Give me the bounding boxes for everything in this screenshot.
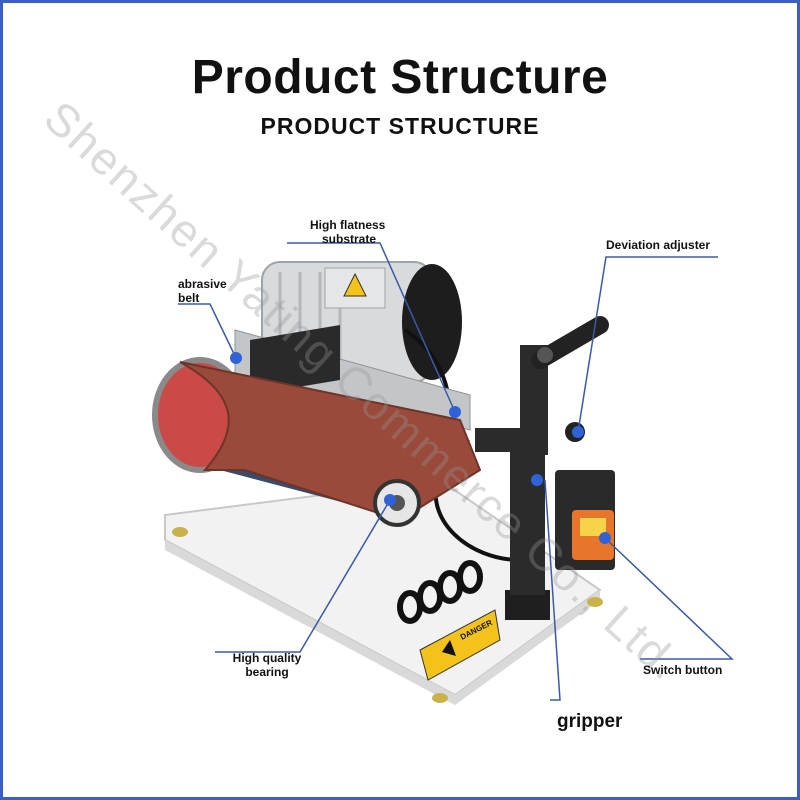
leader-abrasive bbox=[178, 303, 237, 359]
leader-deviation bbox=[577, 256, 718, 433]
platen-guard bbox=[250, 325, 340, 395]
arm-bracket bbox=[475, 428, 535, 452]
motor-end-cap bbox=[402, 264, 462, 380]
marker-dots bbox=[230, 352, 611, 544]
page-subtitle: PRODUCT STRUCTURE bbox=[260, 113, 540, 139]
marker-dot bbox=[384, 494, 396, 506]
label-gripper: gripper bbox=[557, 711, 623, 732]
marker-dot bbox=[230, 352, 242, 364]
warning-sign bbox=[419, 609, 501, 681]
label-line: abrasive bbox=[178, 277, 227, 291]
label-abrasive-belt: abrasive belt bbox=[178, 277, 227, 305]
label-line: substrate bbox=[322, 232, 377, 246]
foot bbox=[587, 597, 603, 607]
label-switch-button: Switch button bbox=[643, 663, 723, 677]
leader-gripper bbox=[544, 479, 561, 701]
column bbox=[510, 440, 545, 595]
marker-dot bbox=[531, 474, 543, 486]
marker-dot bbox=[449, 406, 461, 418]
label-line: belt bbox=[178, 291, 200, 305]
label-deviation-adjuster: Deviation adjuster bbox=[606, 238, 711, 252]
label-line: High quality bbox=[232, 651, 302, 665]
foot bbox=[172, 527, 188, 537]
label-line: bearing bbox=[245, 665, 289, 679]
label-high-flatness-substrate: High flatness substrate bbox=[310, 218, 385, 246]
marker-dot bbox=[599, 532, 611, 544]
foot bbox=[432, 693, 448, 703]
label-line: High flatness bbox=[310, 218, 386, 232]
marker-dot bbox=[572, 426, 584, 438]
leader-bearing bbox=[215, 499, 391, 653]
leader-lines bbox=[178, 242, 734, 701]
page-title: Product Structure bbox=[191, 51, 609, 104]
label-high-quality-bearing: High quality bearing bbox=[228, 651, 306, 679]
leader-flatness bbox=[287, 242, 456, 413]
tension-spring bbox=[397, 560, 483, 624]
leader-switch bbox=[604, 537, 734, 660]
